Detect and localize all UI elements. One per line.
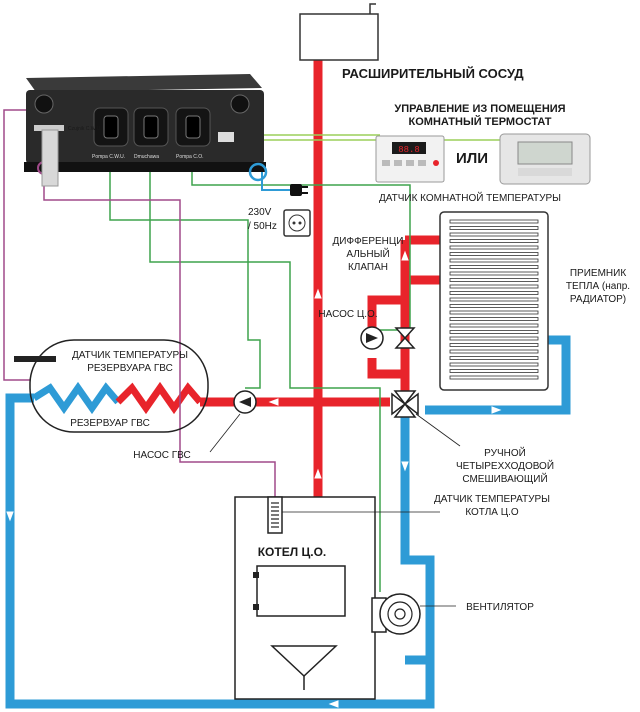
radiator-fin	[449, 219, 539, 224]
radiator-fin	[449, 232, 539, 237]
controller-label-co-pump: Pompa C.O.	[176, 154, 204, 160]
radiator-fin	[449, 317, 539, 321]
wire-fan	[149, 148, 381, 592]
radiator-label-2: ТЕПЛА (напр.	[566, 281, 630, 292]
radiator-fins	[449, 219, 539, 380]
radiator-fin	[449, 356, 539, 360]
dhw-tank	[14, 339, 209, 433]
wire-boiler-sensor	[43, 170, 276, 497]
radiator-fin	[449, 310, 539, 315]
power-plug	[290, 184, 308, 196]
boiler	[234, 496, 376, 700]
radiator-fin	[449, 252, 539, 256]
radiator	[439, 211, 549, 391]
fan	[371, 593, 421, 635]
mixing-valve-label-2: ЧЕТЫРЕХХОДОВОЙ	[456, 459, 554, 472]
radiator-fin	[449, 330, 539, 334]
controller-label-sensor: Czujnik C.W.U.	[68, 126, 102, 132]
radiator-fin	[449, 239, 539, 243]
radiator-fin	[449, 226, 539, 230]
radiator-fin	[449, 271, 539, 276]
boiler-return-pipe	[400, 414, 435, 660]
radiator-fin	[449, 278, 539, 282]
room-control-line2: КОМНАТНЫЙ ТЕРМОСТАТ	[409, 115, 552, 128]
pump-loop-pipe	[367, 358, 405, 379]
radiator-fin	[449, 323, 539, 328]
radiator-fin	[449, 304, 539, 308]
controller-label-chimney: Dmuchawa	[134, 154, 159, 160]
socket-pump-cwu	[93, 107, 129, 147]
thermostat-terminal	[218, 132, 234, 142]
mixing-valve	[391, 390, 419, 418]
wire-dhw-sensor	[3, 109, 30, 381]
boiler-sensor-label-2: КОТЛА Ц.О	[465, 507, 519, 518]
dhw-pump	[233, 390, 257, 414]
controller-unit: Czujnik C.W.U. Pompa C.W.U. Dmuchawa Pom…	[24, 74, 268, 187]
socket-chimney	[133, 107, 169, 147]
dhw-tank-label: РЕЗЕРВУАР ГВС	[70, 418, 150, 429]
controller-label-pump-cwu: Pompa C.W.U.	[92, 154, 125, 160]
socket-co-pump	[175, 107, 211, 147]
wire-dhw-pump	[109, 148, 261, 389]
co-pump	[360, 326, 384, 350]
power-voltage: 230V	[248, 207, 272, 218]
dhw-sensor-label-2: РЕЗЕРВУАРА ГВС	[87, 363, 173, 374]
room-thermostat-panel: 88.8	[375, 135, 445, 183]
dhw-pump-label: НАСОС ГВС	[133, 450, 190, 461]
room-temperature-sensor	[499, 133, 591, 185]
differential-valve	[394, 327, 416, 349]
thermostat-display-value: 88.8	[398, 145, 420, 155]
boiler-door	[256, 565, 346, 617]
boiler-sensor-label-1: ДАТЧИК ТЕМПЕРАТУРЫ	[434, 494, 550, 505]
radiator-fin	[449, 284, 539, 289]
boiler-label: КОТЕЛ Ц.О.	[258, 545, 327, 559]
boiler-hopper	[270, 645, 338, 678]
dhw-coil-hot	[115, 381, 203, 415]
mixing-valve-label-1: РУЧНОЙ	[484, 446, 526, 459]
radiator-fin	[449, 291, 539, 295]
room-control-line1: УПРАВЛЕНИЕ ИЗ ПОМЕЩЕНИЯ	[394, 103, 565, 115]
radiator-fin	[449, 375, 539, 380]
radiator-fin	[449, 343, 539, 347]
dhw-sensor-probe	[14, 356, 56, 362]
power-outlet	[283, 209, 311, 237]
hot-supply-pipes	[200, 40, 440, 497]
fan-label: ВЕНТИЛЯТОР	[466, 602, 534, 613]
power-switch[interactable]	[230, 94, 250, 114]
flow-arrows	[6, 250, 502, 708]
dhw-coil-cold	[32, 381, 121, 415]
expansion-tank	[299, 3, 379, 61]
radiator-fin	[449, 265, 539, 269]
dhw-sensor-label-1: ДАТЧИК ТЕМПЕРАТУРЫ	[72, 350, 188, 361]
radiator-fin	[449, 349, 539, 354]
diff-valve-label-3: КЛАПАН	[348, 262, 388, 273]
co-pump-label: НАСОС Ц.О.	[318, 309, 377, 320]
radiator-fin	[449, 297, 539, 302]
room-control-or: ИЛИ	[456, 150, 488, 167]
radiator-fin	[449, 336, 539, 341]
radiator-label-1: ПРИЕМНИК	[570, 268, 626, 279]
radiator-fin	[449, 245, 539, 250]
power-frequency: / 50Hz	[248, 221, 277, 232]
room-sensor-caption: ДАТЧИК КОМНАТНОЙ ТЕМПЕРАТУРЫ	[379, 191, 561, 204]
radiator-fin	[449, 362, 539, 367]
diff-valve-label-2: АЛЬНЫЙ	[346, 247, 389, 260]
radiator-fin	[449, 258, 539, 263]
diff-valve-label-1: ДИФФЕРЕНЦИ	[333, 236, 404, 247]
expansion-tank-title: РАСШИРИТЕЛЬНЫЙ СОСУД	[342, 66, 524, 81]
mixing-valve-label-3: СМЕШИВАЮЩИЙ	[462, 472, 547, 485]
radiator-fin	[449, 369, 539, 373]
radiator-label-3: РАДИАТОР)	[570, 294, 626, 305]
